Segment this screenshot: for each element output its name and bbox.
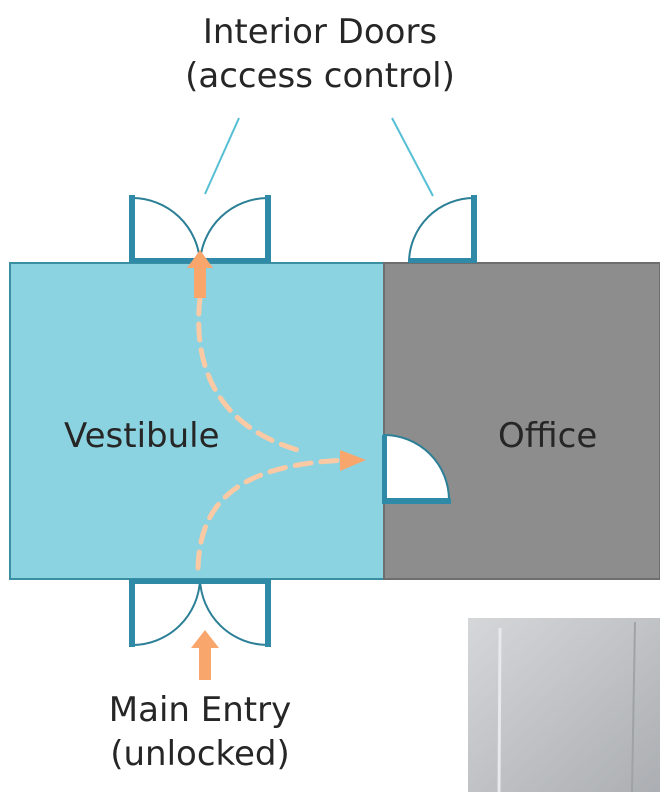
interior-arrow-icon bbox=[187, 250, 213, 298]
main-entry-subtitle: (unlocked) bbox=[110, 734, 290, 774]
door-leaf-right bbox=[265, 195, 271, 263]
office-door-leaf bbox=[384, 498, 451, 504]
main-entry-door bbox=[129, 578, 271, 647]
path-to-office bbox=[195, 457, 348, 571]
door-leaf-single bbox=[471, 195, 477, 263]
vestibule-label: Vestibule bbox=[64, 416, 220, 456]
door-swing-left bbox=[131, 196, 201, 264]
path-arrowhead bbox=[340, 450, 366, 471]
photo-fragment bbox=[468, 618, 660, 792]
office-room bbox=[383, 262, 660, 580]
door-swing-right bbox=[199, 196, 269, 264]
office-door-jamb bbox=[382, 435, 387, 504]
main-entry-label: Main Entry (unlocked) bbox=[50, 688, 350, 776]
callout-line-left bbox=[204, 117, 240, 195]
entry-leaf-left bbox=[129, 579, 135, 647]
interior-doors-label: Interior Doors (access control) bbox=[110, 10, 530, 98]
entry-swing-left bbox=[131, 578, 201, 646]
callout-line-right bbox=[391, 117, 434, 197]
office-door-swing bbox=[383, 433, 451, 501]
door-leaf-left bbox=[129, 195, 135, 263]
entry-threshold bbox=[129, 579, 271, 584]
office-door bbox=[382, 433, 451, 504]
main-entry-title: Main Entry bbox=[108, 690, 292, 730]
path-to-interior bbox=[196, 295, 308, 455]
interior-doors-title: Interior Doors bbox=[202, 12, 438, 52]
interior-single-door bbox=[408, 195, 477, 264]
interior-doors-subtitle: (access control) bbox=[185, 56, 455, 96]
entry-leaf-right bbox=[265, 579, 271, 647]
entry-swing-right bbox=[199, 578, 269, 646]
door-threshold-single bbox=[409, 258, 477, 263]
door-swing-single bbox=[408, 197, 475, 264]
entry-arrow-icon bbox=[191, 630, 219, 680]
office-label: Office bbox=[498, 416, 598, 456]
